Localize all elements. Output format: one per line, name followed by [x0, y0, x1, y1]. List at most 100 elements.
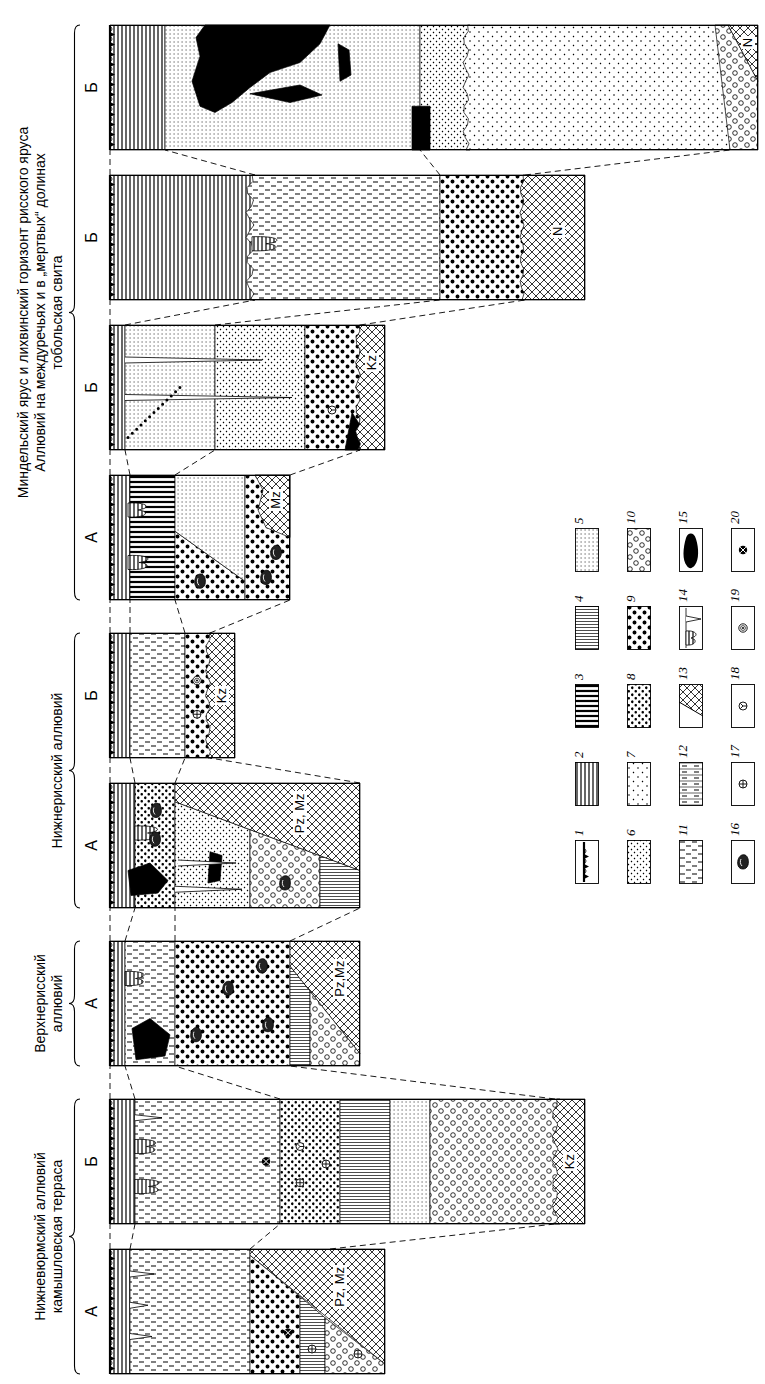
frost-wedge — [130, 1302, 148, 1308]
legend-number: 9 — [624, 596, 638, 603]
frost-wedge — [130, 1271, 154, 1277]
rock-layer — [520, 175, 585, 300]
section-column — [110, 783, 360, 908]
rock-layer — [175, 783, 360, 871]
swatch-border — [576, 529, 599, 572]
involution-pocket — [128, 555, 148, 569]
rock-layer — [356, 325, 385, 450]
rock-layer — [130, 1249, 250, 1374]
cross-lines — [354, 1350, 362, 1358]
correlation-line — [125, 1066, 135, 1099]
swatch-border — [732, 685, 755, 728]
correlation-line — [210, 758, 360, 783]
involution-pocket — [686, 631, 696, 645]
frost-wedge — [178, 860, 236, 866]
rock-layer — [110, 633, 130, 758]
swatch-border — [732, 763, 755, 806]
legend-swatch — [679, 606, 703, 650]
cross-lines — [296, 1179, 304, 1187]
fossil-symbol — [738, 855, 749, 869]
plant-lines — [297, 1144, 304, 1149]
swatch-fill — [627, 528, 651, 572]
correlation-line — [360, 300, 525, 325]
swatch-contact — [679, 702, 703, 716]
swatch-fill — [679, 684, 703, 728]
section-column — [110, 25, 758, 150]
bedrock-index: Kz — [215, 686, 229, 705]
correlation-line — [290, 1066, 555, 1099]
bedrock-index: Pz, Mz — [333, 1265, 347, 1309]
legend-entry: 20 — [731, 528, 755, 572]
correlation-line — [110, 758, 111, 783]
boulder-shine — [265, 1022, 267, 1029]
group-heading-block: Нижневюрмский аллювийкамышловская террас… — [32, 1089, 66, 1384]
legend-swatch — [627, 606, 651, 650]
legend-entry: 3 — [575, 684, 599, 728]
legend-number: 10 — [624, 511, 638, 524]
swatch-border — [576, 607, 599, 650]
bone-cross — [263, 1159, 269, 1165]
fossil-symbol — [296, 1179, 304, 1187]
group-heading: Аллювий на междуречьях и в „мертвых“ дол… — [32, 15, 49, 610]
boulder-symbol — [223, 981, 234, 995]
boulder-symbol — [261, 570, 272, 584]
fossil-symbol — [328, 406, 336, 414]
group-brace — [69, 633, 80, 908]
legend-entry: 11 — [679, 840, 703, 884]
correlation-line — [110, 1066, 111, 1099]
legend-entry: 19 — [731, 606, 755, 650]
correlation-line — [110, 600, 111, 633]
legend-entry: 9 — [627, 606, 651, 650]
legend-swatch — [731, 840, 755, 884]
soil-arc — [584, 859, 586, 863]
boulder-symbol — [257, 959, 268, 973]
rock-layer — [192, 25, 330, 113]
soil-tooth — [584, 864, 589, 869]
swatch-border — [628, 763, 651, 806]
fossil-symbol — [739, 780, 747, 788]
bedrock-index: N — [741, 36, 755, 49]
swatch-fill — [575, 606, 599, 650]
legend-swatch — [575, 684, 599, 728]
legend-number: 6 — [624, 830, 638, 837]
rock-layer — [110, 1099, 135, 1224]
legend-swatch — [679, 762, 703, 806]
boulder-symbol — [280, 876, 291, 890]
rock-layer — [338, 44, 351, 82]
bone-symbol — [284, 1329, 292, 1337]
section-column — [110, 325, 385, 450]
fossil-symbol — [284, 1329, 292, 1337]
boulder-symbol — [151, 803, 162, 817]
swatch-fill — [575, 762, 599, 806]
fossil-symbol — [261, 570, 272, 584]
rock-layer — [128, 863, 168, 896]
cross-circle-symbol — [193, 710, 201, 718]
legend-number: 15 — [676, 511, 690, 524]
fossil-symbol — [193, 676, 201, 684]
bedrock-index: N — [551, 225, 565, 238]
boulder-shine — [259, 963, 261, 970]
rock-layer — [728, 25, 758, 81]
column-letter: Б — [83, 1100, 101, 1223]
section-column — [110, 941, 360, 1066]
cross-circle-symbol — [308, 1345, 316, 1353]
correlation-line — [130, 1224, 135, 1249]
rock-layer — [130, 633, 185, 758]
boulder-shine — [225, 986, 227, 993]
involution-pocket — [252, 237, 277, 251]
rock-layer — [305, 325, 360, 450]
bedrock-index: Mz — [269, 489, 283, 510]
frost-wedge — [130, 1334, 152, 1340]
frost-wedge — [135, 1115, 162, 1121]
swatch-fill — [679, 528, 703, 572]
group-heading: Миндельский ярус и лихвинский горизонт р… — [15, 15, 32, 610]
legend-entry: 1 — [575, 840, 599, 884]
group-heading: камышловская терраса — [49, 1089, 66, 1384]
correlation-line — [110, 1224, 111, 1249]
plant-symbol — [739, 702, 747, 710]
correlation-line — [175, 600, 185, 633]
swatch-border — [680, 607, 703, 650]
legend-number: 4 — [572, 596, 586, 603]
legend-number: 14 — [676, 589, 690, 602]
